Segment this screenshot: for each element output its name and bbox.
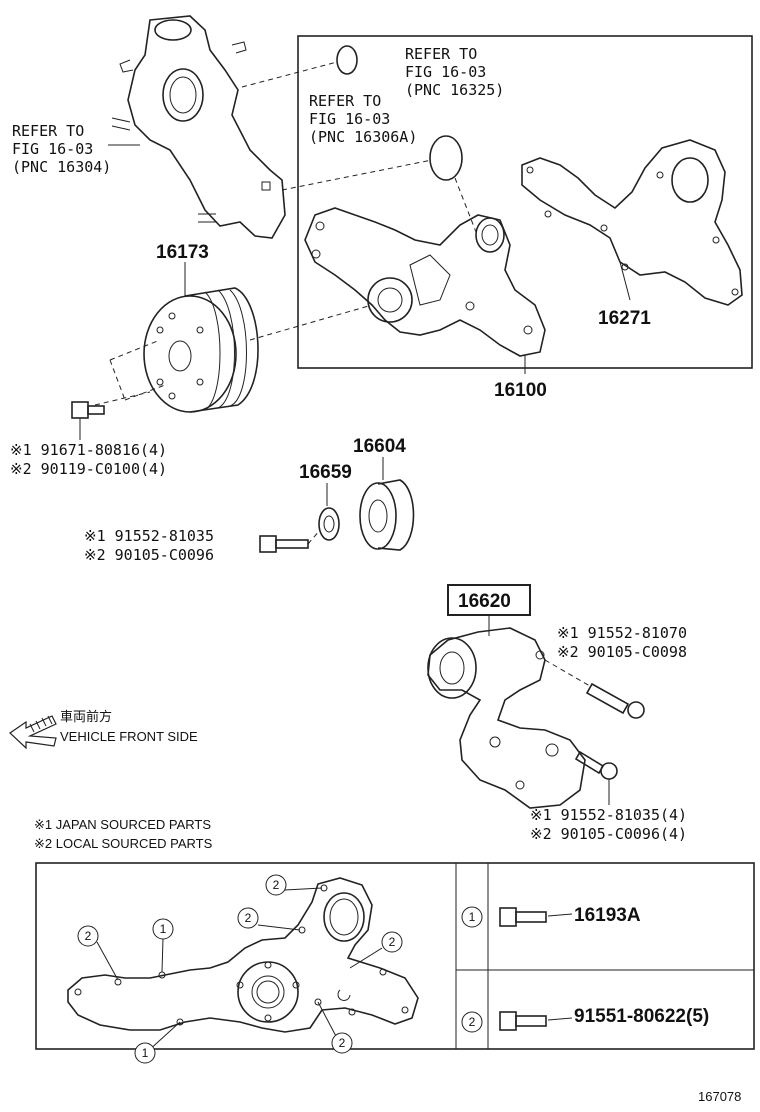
pnc-plate: 16659 [299,462,352,483]
gasket-detail-view [67,877,419,1033]
refer-mid-line1: REFER TO [309,92,381,110]
tens-bolt-a-pn-2: ※2 90105-C0098 [557,643,687,661]
refer-left-line3: (PNC 16304) [12,158,111,176]
refer-left-line1: REFER TO [12,122,84,140]
mark-text: 2 [85,929,92,943]
water-pump[interactable] [304,207,546,357]
o-ring-large[interactable] [429,135,463,181]
legend-part-1: 16193A [574,905,641,926]
note-local-sourced: ※2 LOCAL SOURCED PARTS [34,836,213,851]
refer-mid-line3: (PNC 16306A) [309,128,417,146]
front-label-jp: 車両前方 [60,709,112,724]
detail-mark-f: 1 [134,1042,156,1064]
detail-mark-e: 2 [381,931,403,953]
pnc-pulley: 16173 [156,242,209,263]
tensioner-assembly[interactable] [427,627,586,809]
tens-bolt-a-pn-1: ※1 91552-81070 [557,624,687,642]
legend-mark-1: 1 [461,906,483,928]
vehicle-front-arrow-icon [9,715,57,750]
o-ring-small[interactable] [336,45,358,75]
tens-bolt-b-pn-1: ※1 91552-81035(4) [530,806,687,824]
idler-pulley[interactable] [359,479,415,551]
water-inlet-housing[interactable] [108,15,286,239]
idler-bolt-pn-1: ※1 91552-81035 [84,527,214,545]
pulley-bolt-pn-2: ※2 90119-C0100(4) [10,460,167,478]
legend-mark-2: 2 [461,1011,483,1033]
idler-plate[interactable] [318,507,340,541]
legend-bolt-2-icon [499,1011,547,1031]
front-label-en: VEHICLE FRONT SIDE [60,729,198,744]
mark-text: 2 [389,935,396,949]
refer-left-line2: FIG 16-03 [12,140,93,158]
pnc-idler: 16604 [353,436,406,457]
detail-mark-d: 2 [237,907,259,929]
mark-text: 1 [160,922,167,936]
bolt-legend-table [35,862,755,1050]
figure-id: 167078 [698,1089,741,1104]
mark-text: 2 [245,911,252,925]
gasket[interactable] [521,139,743,306]
detail-mark-a: 2 [77,925,99,947]
pnc-water-pump: 16100 [494,380,547,401]
idler-bolt[interactable] [259,535,309,553]
mark-text: 2 [339,1036,346,1050]
pnc-gasket: 16271 [598,308,651,329]
refer-top-line2: FIG 16-03 [405,63,486,81]
pulley[interactable] [143,287,259,413]
legend-mark-2-text: 2 [469,1015,476,1029]
refer-top-line1: REFER TO [405,45,477,63]
tens-bolt-b-pn-2: ※2 90105-C0096(4) [530,825,687,843]
legend-mark-1-text: 1 [469,910,476,924]
pulley-bolt-pn-1: ※1 91671-80816(4) [10,441,167,459]
refer-mid-line2: FIG 16-03 [309,110,390,128]
refer-top-line3: (PNC 16325) [405,81,504,99]
mark-text: 2 [273,878,280,892]
detail-mark-g: 2 [331,1032,353,1054]
legend-part-2: 91551-80622(5) [574,1006,709,1027]
detail-mark-b: 1 [152,918,174,940]
note-japan-sourced: ※1 JAPAN SOURCED PARTS [34,817,211,832]
legend-bolt-1-icon [499,907,547,927]
mark-text: 1 [142,1046,149,1060]
pnc-tensioner: 16620 [458,591,511,612]
idler-bolt-pn-2: ※2 90105-C0096 [84,546,214,564]
water-pump-group-box [297,35,753,369]
detail-mark-c: 2 [265,874,287,896]
tensioner-bolt-long[interactable] [585,682,645,719]
